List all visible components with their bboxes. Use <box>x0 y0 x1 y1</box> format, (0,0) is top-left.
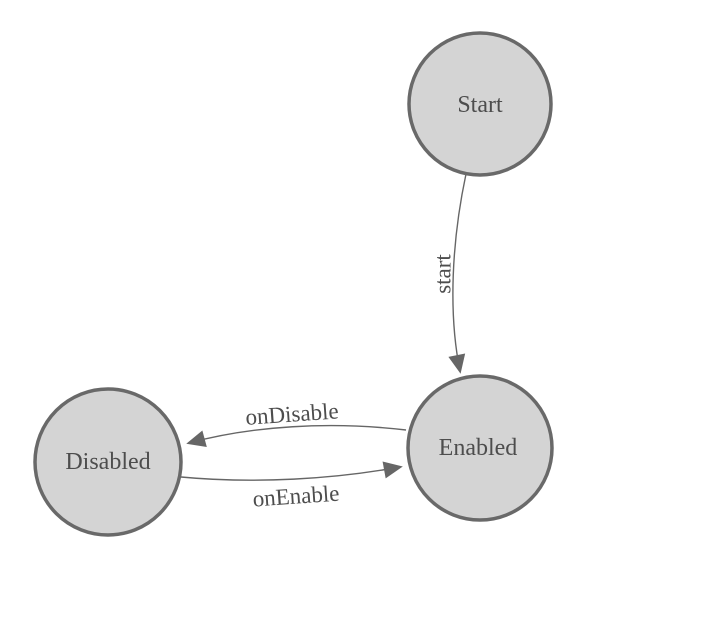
edge-label-on-enable: onEnable <box>252 481 340 512</box>
edge-on-enable[interactable] <box>180 461 403 481</box>
state-node-enabled[interactable] <box>406 374 554 522</box>
state-node-enabled-label: Enabled <box>439 435 518 461</box>
state-node-start[interactable] <box>407 31 553 177</box>
edge-start-transition[interactable] <box>448 173 467 374</box>
state-node-start-label: Start <box>457 92 503 118</box>
state-node-disabled-label: Disabled <box>65 449 150 475</box>
edge-label-start: start <box>431 254 456 294</box>
state-node-disabled[interactable] <box>33 387 183 537</box>
edge-on-disable[interactable] <box>186 424 407 448</box>
